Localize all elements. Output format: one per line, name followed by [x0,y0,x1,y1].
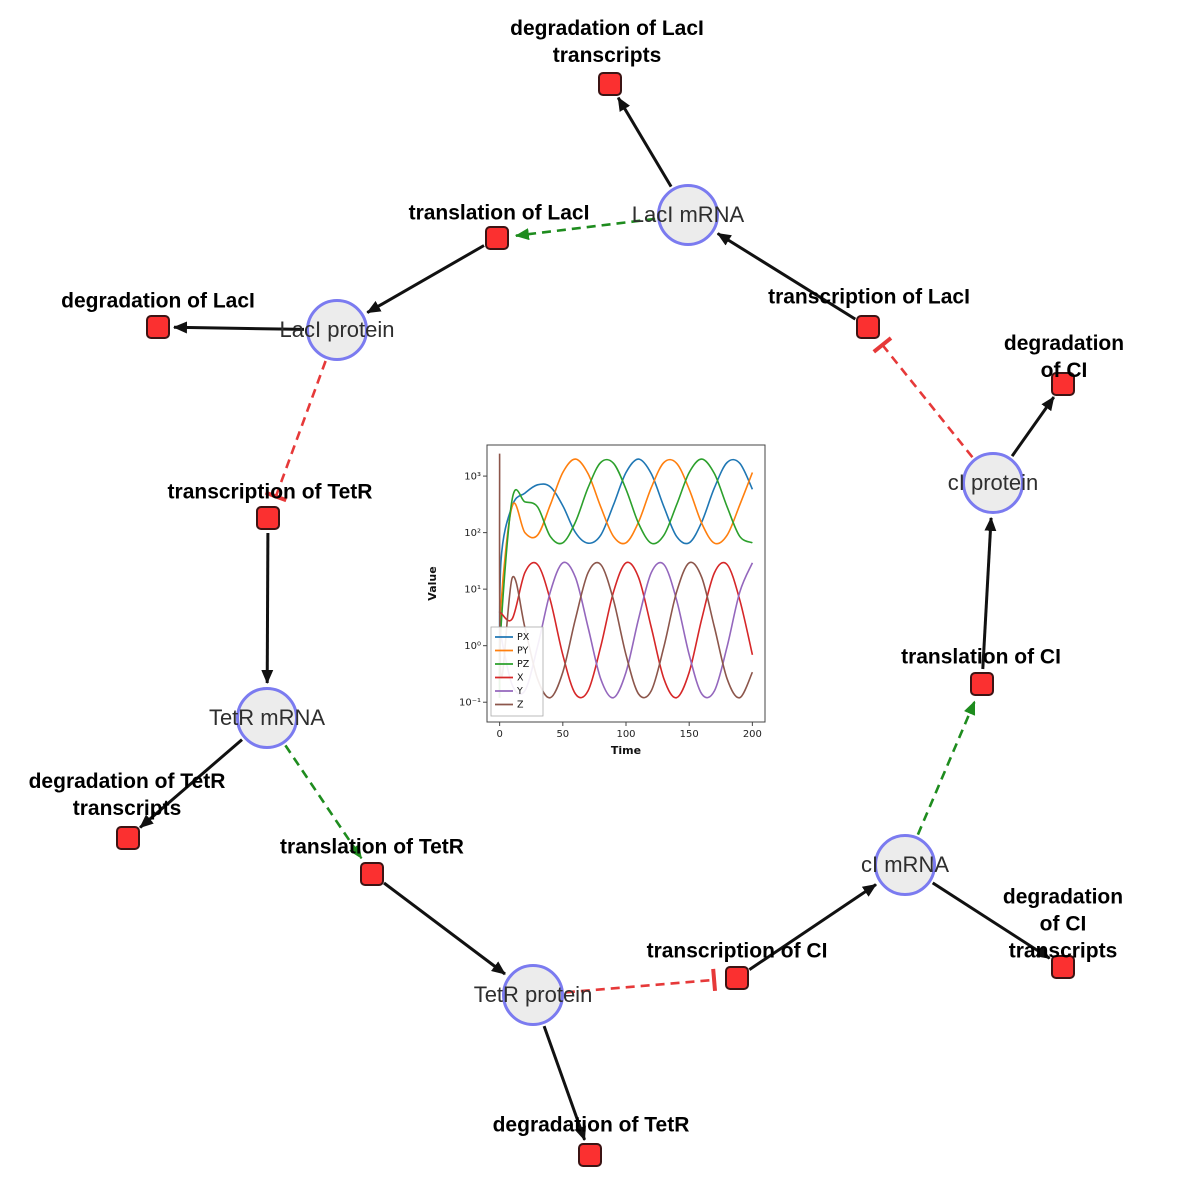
chart-y-tick: 10⁻¹ [459,698,481,709]
reaction-node-transl-ci[interactable] [969,671,994,696]
chart-legend-entry-PX: PX [517,632,530,643]
chart-y-axis-label: Value [426,566,439,600]
chart-x-axis-label: Time [611,744,641,757]
edge-laci-mrna-deg-laci-tx [616,96,673,188]
edge-ci-mrna-deg-ci-tx [931,881,1051,960]
reaction-node-deg-ci-tx[interactable] [1050,954,1075,979]
reaction-node-tx-tetr[interactable] [255,505,280,530]
chart-y-tick: 10³ [464,472,481,483]
chart-x-tick: 150 [680,729,699,740]
chart-y-tick: 10² [464,528,481,539]
chart-series-PY [498,458,754,698]
species-node-laci-protein[interactable] [306,299,368,361]
chart-x-tick: 200 [743,729,762,740]
edge-laci-mrna-transl-laci [514,217,656,241]
chart-series-Z [498,453,754,699]
reaction-node-transl-laci[interactable] [484,225,509,250]
reaction-node-deg-ci[interactable] [1050,371,1075,396]
reaction-node-tx-laci[interactable] [855,314,880,339]
chart-series-X [498,561,754,699]
chart-legend-entry-PY: PY [517,646,529,657]
edge-tx-laci-laci-mrna [716,232,857,321]
edge-tetr-protein-tx-ci [565,968,718,994]
species-node-tetr-mrna[interactable] [236,687,298,749]
reaction-node-deg-laci-tx[interactable] [597,71,622,96]
chart-legend: PX PY PZ XYZ [490,626,544,717]
reaction-node-tx-ci[interactable] [724,965,749,990]
chart-legend-entry-PZ: PZ [517,659,530,670]
edge-tx-tetr-tetr-mrna [261,532,274,684]
species-node-ci-protein[interactable] [962,452,1024,514]
species-node-ci-mrna[interactable] [874,834,936,896]
edge-tetr-mrna-deg-tetr-tx [139,738,243,829]
chart-x-tick: 0 [496,729,502,740]
chart-x-tick: 50 [556,729,569,740]
chart-y-tick: 10⁰ [464,641,481,652]
edge-ci-protein-tx-laci [872,336,974,459]
chart-y-tick: 10¹ [464,585,481,596]
species-node-tetr-protein[interactable] [502,964,564,1026]
edge-transl-ci-ci-protein [981,516,997,670]
chart-legend-entry-Y: Y [516,686,523,697]
edge-laci-protein-tx-tetr [264,360,327,503]
chart-legend-entry-X: X [517,673,524,684]
edge-laci-protein-deg-laci [173,321,305,334]
chart-series-PX [498,458,754,698]
chart-series-PZ [498,458,753,698]
edge-ci-protein-deg-ci [1010,396,1056,457]
reaction-node-deg-tetr[interactable] [577,1142,602,1167]
species-node-laci-mrna[interactable] [657,184,719,246]
edge-transl-tetr-tetr-protein [383,881,506,976]
edge-ci-mrna-transl-ci [916,700,976,836]
edge-tx-ci-ci-mrna [748,883,877,971]
reaction-node-deg-laci[interactable] [145,314,170,339]
edge-transl-laci-laci-protein [366,244,485,314]
reaction-node-transl-tetr[interactable] [359,861,384,886]
reaction-node-deg-tetr-tx[interactable] [115,825,140,850]
chart-x-tick: 100 [616,729,635,740]
edge-tetr-mrna-transl-tetr [284,744,363,860]
edge-tetr-protein-deg-tetr [542,1025,587,1141]
chart-legend-entry-Z: Z [517,700,524,711]
